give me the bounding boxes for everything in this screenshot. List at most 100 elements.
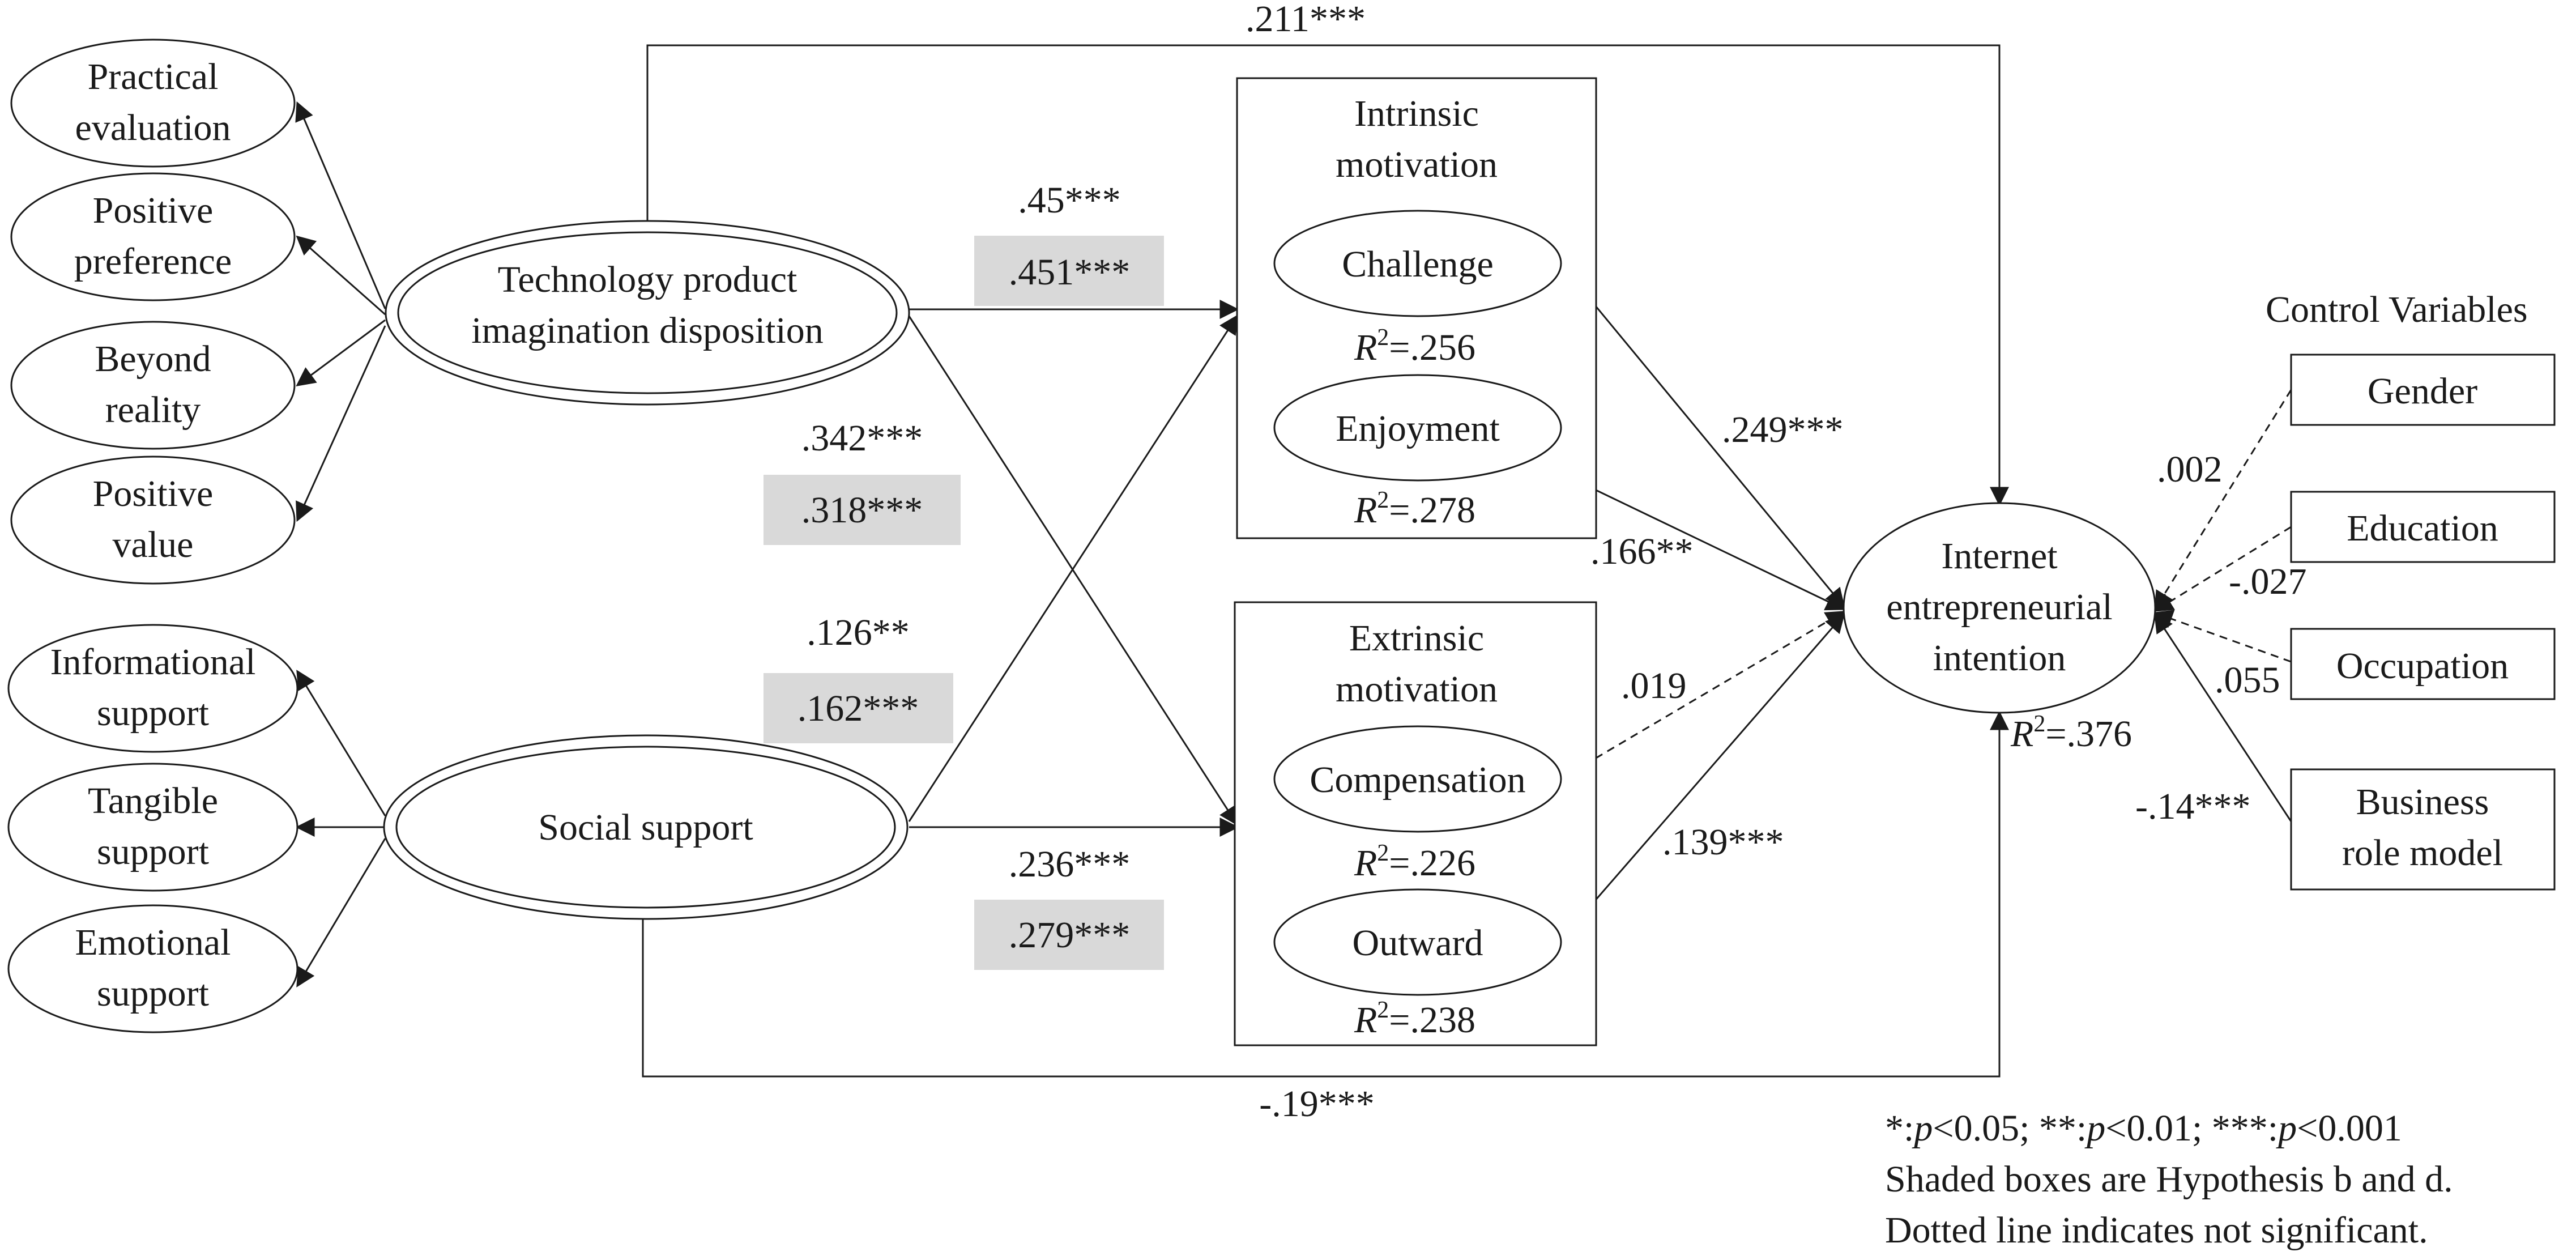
outward-r2: R2=.238 bbox=[1354, 997, 1475, 1041]
internet-entrepreneurial-intention-node: Internet entrepreneurial intention bbox=[1843, 502, 2156, 714]
coef-enjoyment-to-intention: .166** bbox=[1590, 531, 1694, 572]
control-label-line1: Business bbox=[2356, 781, 2489, 823]
control-education: Education bbox=[2290, 491, 2556, 563]
outcome-label-line2: entrepreneurial bbox=[1886, 586, 2112, 628]
path-imagination-to-intention bbox=[646, 44, 2009, 506]
path-challenge-to-intention bbox=[1559, 263, 1845, 608]
indicator-beyond-reality: Beyond reality bbox=[10, 321, 296, 450]
indicator-emotional-support: Emotional support bbox=[7, 904, 298, 1033]
indicator-label-line1: Practical bbox=[88, 56, 219, 97]
extrinsic-motivation-box: Extrinsic motivation Compensation R2=.22… bbox=[1234, 601, 1597, 1046]
indicator-label-line1: Beyond bbox=[95, 338, 211, 380]
indicator-label-line2: value bbox=[113, 524, 194, 565]
path-social-to-informational-support bbox=[296, 670, 386, 816]
coef-imagination-to-extrinsic: .342*** bbox=[801, 418, 923, 459]
path-imagination-to-positive-preference bbox=[296, 235, 386, 316]
note-significance: *:p<0.05; **:p<0.01; ***:p<0.001 bbox=[1885, 1108, 2402, 1149]
coef-education: -.027 bbox=[2229, 561, 2306, 602]
compensation-r2: R2=.226 bbox=[1354, 840, 1475, 884]
coef-outward-to-intention: .139*** bbox=[1662, 821, 1784, 863]
indicator-label-line1: Positive bbox=[93, 473, 214, 514]
path-imagination-to-practical-evaluation bbox=[295, 101, 386, 309]
control-gender: Gender bbox=[2290, 354, 2556, 426]
indicator-label-line1: Informational bbox=[50, 641, 256, 683]
indicator-informational-support: Informational support bbox=[7, 624, 298, 753]
indicator-label-line2: preference bbox=[74, 241, 232, 282]
indicator-practical-evaluation: Practical evaluation bbox=[10, 39, 296, 168]
shade-imagination-to-extrinsic bbox=[764, 475, 961, 545]
coef-imagination-to-intrinsic-shaded: .451*** bbox=[1009, 252, 1131, 293]
coef-challenge-to-intention: .249*** bbox=[1722, 409, 1844, 450]
coef-imagination-to-intention: .211*** bbox=[1246, 0, 1366, 40]
control-label: Occupation bbox=[2336, 645, 2509, 687]
path-outward-to-intention bbox=[1559, 613, 1845, 941]
indicator-label-line1: Positive bbox=[93, 190, 214, 231]
extrinsic-title-line1: Extrinsic bbox=[1349, 618, 1484, 659]
indicator-label-line2: evaluation bbox=[75, 107, 231, 148]
indicator-label-line1: Tangible bbox=[88, 780, 218, 821]
path-social-to-emotional-support bbox=[296, 838, 386, 987]
challenge-node bbox=[1273, 210, 1562, 317]
challenge-label: Challenge bbox=[1342, 244, 1494, 285]
latent-technology-imagination-disposition: Technology product imagination dispositi… bbox=[385, 220, 910, 406]
coef-social-to-intention: -.19*** bbox=[1259, 1083, 1374, 1125]
coef-gender: .002 bbox=[2157, 449, 2223, 490]
coef-business-role-model: -.14*** bbox=[2135, 786, 2250, 827]
coef-social-to-intrinsic: .126** bbox=[807, 612, 910, 653]
enjoyment-label: Enjoyment bbox=[1336, 408, 1500, 449]
coef-social-to-extrinsic-shaded: .279*** bbox=[1009, 914, 1131, 956]
control-label: Education bbox=[2347, 508, 2498, 549]
shade-social-to-extrinsic bbox=[974, 900, 1164, 970]
intrinsic-title-line2: motivation bbox=[1336, 144, 1498, 185]
indicator-label-line2: support bbox=[97, 692, 209, 734]
outcome-r2: R2=.376 bbox=[2010, 711, 2132, 755]
control-occupation: Occupation bbox=[2290, 628, 2556, 700]
path-social-to-intrinsic bbox=[908, 314, 1238, 822]
coef-imagination-to-intrinsic: .45*** bbox=[1018, 180, 1121, 221]
path-social-to-intention bbox=[642, 710, 2009, 1078]
coef-occupation: .055 bbox=[2215, 659, 2280, 701]
indicator-label-line1: Emotional bbox=[75, 922, 231, 963]
outward-node bbox=[1273, 888, 1562, 996]
indicator-label-line2: support bbox=[97, 831, 209, 872]
note-shaded-boxes: Shaded boxes are Hypothesis b and d. bbox=[1885, 1159, 2453, 1200]
shade-imagination-to-intrinsic bbox=[974, 236, 1164, 306]
indicator-tangible-support: Tangible support bbox=[7, 763, 298, 892]
coef-compensation-to-intention: .019 bbox=[1621, 665, 1687, 706]
latent-label: Social support bbox=[538, 807, 753, 848]
indicator-label-line2: support bbox=[97, 973, 209, 1014]
path-business-role-model-to-intention bbox=[2154, 613, 2292, 822]
indicator-positive-value: Positive value bbox=[10, 456, 296, 585]
path-occupation-to-intention bbox=[2153, 610, 2292, 663]
indicator-positive-preference: Positive preference bbox=[10, 172, 296, 301]
controls-title: Control Variables bbox=[2266, 289, 2528, 330]
outward-label: Outward bbox=[1353, 922, 1483, 964]
outcome-label-line1: Internet bbox=[1941, 535, 2057, 577]
path-imagination-to-positive-value bbox=[296, 325, 386, 522]
extrinsic-title-line2: motivation bbox=[1336, 669, 1498, 710]
outcome-label-line3: intention bbox=[1933, 637, 2066, 679]
compensation-label: Compensation bbox=[1310, 759, 1525, 801]
path-imagination-to-beyond-reality bbox=[296, 319, 386, 387]
control-label-line2: role model bbox=[2342, 832, 2503, 874]
control-business-role-model: Business role model bbox=[2290, 768, 2556, 891]
coef-social-to-intrinsic-shaded: .162*** bbox=[797, 688, 919, 729]
path-compensation-to-intention bbox=[1560, 611, 1845, 780]
path-gender-to-intention bbox=[2154, 389, 2292, 611]
intrinsic-motivation-box: Intrinsic motivation Challenge R2=.256 E… bbox=[1236, 77, 1597, 539]
enjoyment-r2: R2=.278 bbox=[1354, 487, 1475, 531]
enjoyment-node bbox=[1273, 374, 1562, 482]
note-dotted-line: Dotted line indicates not significant. bbox=[1885, 1210, 2428, 1251]
indicator-label-line2: reality bbox=[105, 389, 201, 431]
latent-social-support: Social support bbox=[383, 734, 909, 920]
coef-imagination-to-extrinsic-shaded: .318*** bbox=[801, 489, 923, 531]
latent-label-line1: Technology product bbox=[498, 259, 797, 300]
control-label: Gender bbox=[2368, 371, 2477, 412]
intrinsic-title-line1: Intrinsic bbox=[1354, 93, 1479, 134]
latent-label-line2: imagination disposition bbox=[471, 310, 824, 351]
coef-social-to-extrinsic: .236*** bbox=[1009, 844, 1131, 885]
compensation-node bbox=[1273, 725, 1562, 833]
shade-social-to-intrinsic bbox=[764, 673, 953, 743]
challenge-r2: R2=.256 bbox=[1354, 325, 1475, 368]
